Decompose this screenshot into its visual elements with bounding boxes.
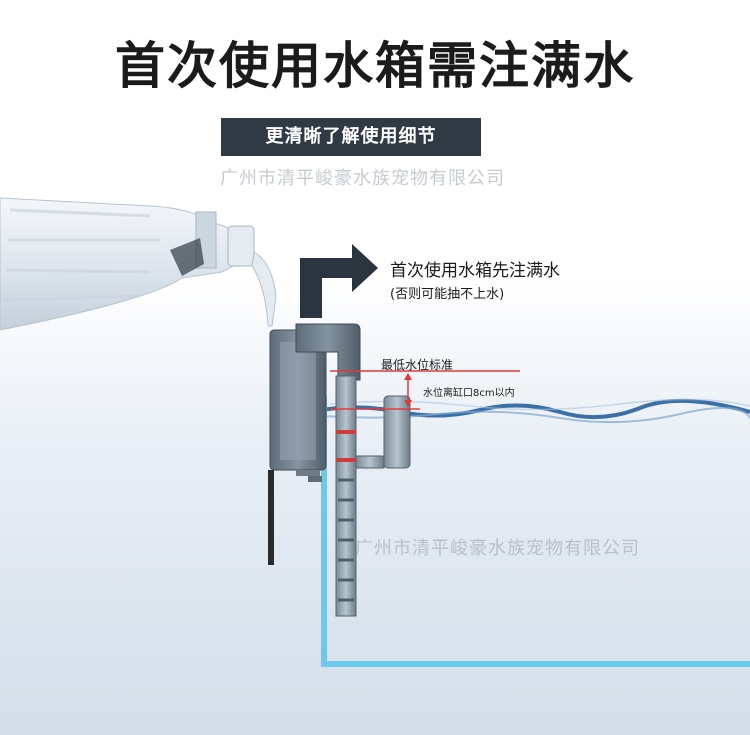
tank-edge [321, 395, 750, 667]
fill-note-label: (否则可能抽不上水) [390, 287, 505, 302]
min-level-label: 最低水位标准 [381, 358, 454, 372]
watermark-top: 广州市清平峻豪水族宠物有限公司 [220, 168, 505, 189]
water-level-markers [330, 370, 520, 410]
subtitle-banner: 更清晰了解使用细节 [221, 118, 481, 156]
fill-instruction-label: 首次使用水箱先注满水 [390, 261, 560, 281]
page-title: 首次使用水箱需注满水 [115, 37, 635, 95]
watermark-bottom: 广州市清平峻豪水族宠物有限公司 [355, 538, 640, 559]
water-bottle [0, 197, 277, 331]
fill-direction-arrow [300, 244, 378, 318]
hang-on-filter [268, 323, 361, 565]
distance-label: 水位离缸口8cm以内 [423, 388, 515, 399]
intake-pipe [335, 375, 411, 617]
